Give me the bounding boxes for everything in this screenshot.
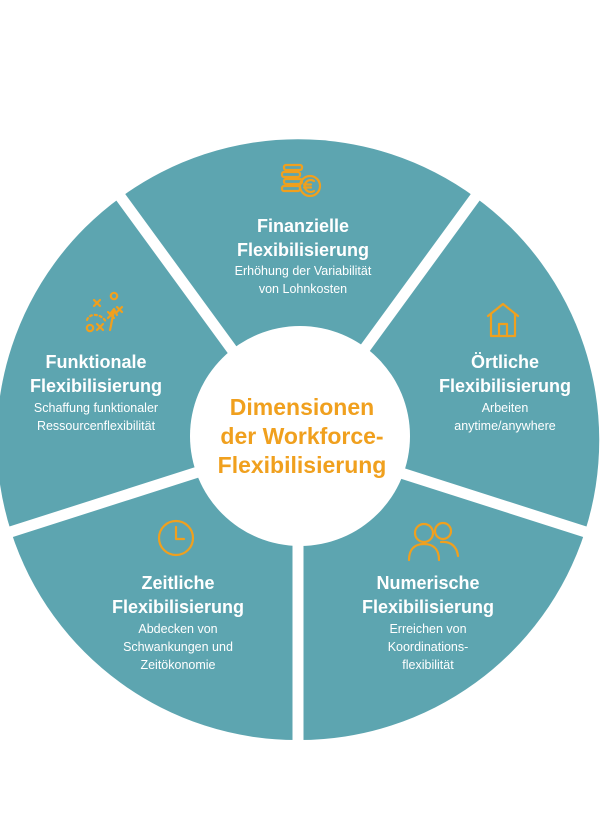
segment-funktionale-text: Funktionale Flexibilisierung Schaffung f… <box>30 352 162 433</box>
center-title-line3: Flexibilisierung <box>218 452 387 478</box>
segment-finanzielle-text: Finanzielle Flexibilisierung Erhöhung de… <box>235 216 372 296</box>
strategy-play-icon <box>85 291 124 333</box>
segment-title: Funktionale <box>45 352 146 372</box>
segment-description: flexibilität <box>402 658 454 672</box>
segment-title: Flexibilisierung <box>30 376 162 396</box>
segment-oertliche-text: Örtliche Flexibilisierung Arbeiten anyti… <box>439 352 571 433</box>
segment-description: Erhöhung der Variabilität <box>235 264 372 278</box>
segment-title: Numerische <box>376 573 479 593</box>
segment-title: Flexibilisierung <box>439 376 571 396</box>
segment-title: Flexibilisierung <box>362 597 494 617</box>
segment-description: von Lohnkosten <box>259 282 347 296</box>
segment-title: Zeitliche <box>141 573 214 593</box>
segment-description: Schwankungen und <box>123 640 233 654</box>
segment-title: Finanzielle <box>257 216 349 236</box>
center-title: Dimensionen der Workforce- Flexibilisier… <box>218 394 387 478</box>
segment-description: anytime/anywhere <box>454 419 555 433</box>
segment-description: Zeitökonomie <box>140 658 215 672</box>
segment-zeitliche-text: Zeitliche Flexibilisierung Abdecken von … <box>112 573 244 672</box>
segment-description: Schaffung funktionaler <box>34 401 158 415</box>
center-title-line2: der Workforce- <box>220 423 383 449</box>
segment-finanzielle <box>120 139 476 440</box>
segment-description: Abdecken von <box>138 622 217 636</box>
segment-description: Arbeiten <box>482 401 529 415</box>
center-title-line1: Dimensionen <box>230 394 374 420</box>
segment-description: Erreichen von <box>389 622 466 636</box>
segment-title: Flexibilisierung <box>237 240 369 260</box>
segment-description: Ressourcenflexibilität <box>37 419 156 433</box>
segment-title: Flexibilisierung <box>112 597 244 617</box>
coins-euro-icon <box>280 163 322 198</box>
people-icon <box>407 521 460 562</box>
house-icon <box>486 302 520 338</box>
clock-icon <box>157 519 195 557</box>
segment-numerische-text: Numerische Flexibilisierung Erreichen vo… <box>362 573 494 672</box>
center-circle <box>190 326 410 546</box>
segment-title: Örtliche <box>471 352 539 372</box>
segment-description: Koordinations- <box>388 640 469 654</box>
